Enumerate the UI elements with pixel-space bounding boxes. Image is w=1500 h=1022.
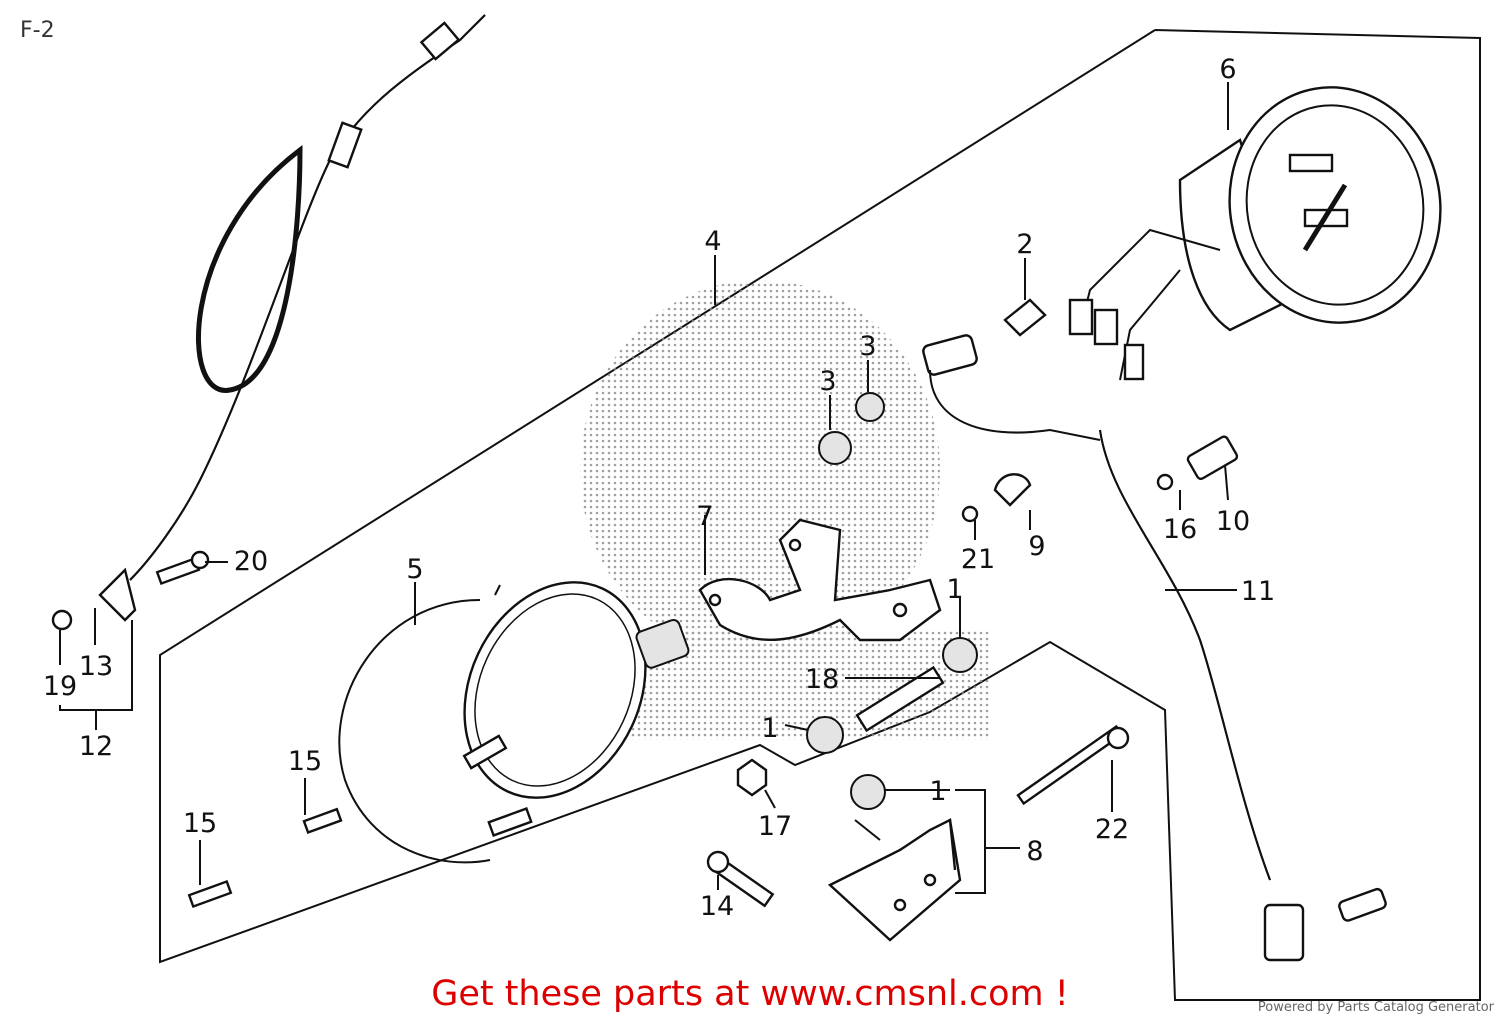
meter-case <box>338 581 647 864</box>
callout-12: 12 <box>79 731 113 762</box>
page-id-label: F-2 <box>20 18 55 43</box>
callout-5: 5 <box>406 554 423 585</box>
bulb-socket <box>922 334 1101 441</box>
collar <box>855 665 945 733</box>
callout-21: 21 <box>961 544 995 575</box>
screw-20 <box>155 550 210 586</box>
screw-15b <box>187 879 233 909</box>
callout-1b: 1 <box>761 713 778 744</box>
bulb <box>1003 298 1047 337</box>
screw-21 <box>961 505 979 523</box>
meter-stay <box>698 518 942 642</box>
callout-14: 14 <box>700 891 734 922</box>
speedometer-cable <box>98 14 486 622</box>
callout-20: 20 <box>234 546 268 577</box>
screw-15a <box>302 807 343 834</box>
leader-lines <box>59 82 1237 894</box>
grommet-3b <box>855 392 885 422</box>
callout-10: 10 <box>1216 506 1250 537</box>
callout-4: 4 <box>704 226 721 257</box>
callout-15b: 15 <box>183 808 217 839</box>
callout-11: 11 <box>1241 576 1275 607</box>
callouts: 1 1 1 2 3 3 4 5 6 7 8 9 10 11 12 13 14 1… <box>43 54 1275 922</box>
callout-22: 22 <box>1095 814 1129 845</box>
promo-link-text[interactable]: Get these parts at www.cmsnl.com ! <box>431 974 1069 1014</box>
callout-15a: 15 <box>288 746 322 777</box>
bolt-14 <box>706 850 775 908</box>
cushion-1c <box>850 774 886 810</box>
meter-harness <box>1068 298 1387 962</box>
callout-9: 9 <box>1028 531 1045 562</box>
cushion-1a <box>942 637 978 673</box>
callout-2: 2 <box>1016 229 1033 260</box>
nut-17 <box>736 758 768 797</box>
cushion-1b <box>806 716 844 754</box>
grommet-3a <box>818 431 852 465</box>
speedometer <box>1079 86 1442 381</box>
callout-19: 19 <box>43 671 77 702</box>
rubber-pad <box>635 618 690 669</box>
generator-credit: Powered by Parts Catalog Generator <box>1257 1000 1494 1015</box>
callout-8: 8 <box>1026 836 1043 867</box>
callout-16: 16 <box>1163 514 1197 545</box>
clamp <box>993 473 1032 507</box>
callout-3b: 3 <box>859 331 876 362</box>
washer-19 <box>51 609 73 631</box>
screw-16 <box>1156 473 1174 491</box>
callout-7: 7 <box>696 501 713 532</box>
meter-gear <box>1186 435 1239 480</box>
callout-1a: 1 <box>946 574 963 605</box>
bracket <box>827 818 962 942</box>
bolt-22 <box>1016 724 1130 806</box>
callout-1c: 1 <box>929 776 946 807</box>
callout-18: 18 <box>805 664 839 695</box>
callout-17: 17 <box>758 811 792 842</box>
callout-6: 6 <box>1219 54 1236 85</box>
callout-13: 13 <box>79 651 113 682</box>
callout-3a: 3 <box>819 366 836 397</box>
